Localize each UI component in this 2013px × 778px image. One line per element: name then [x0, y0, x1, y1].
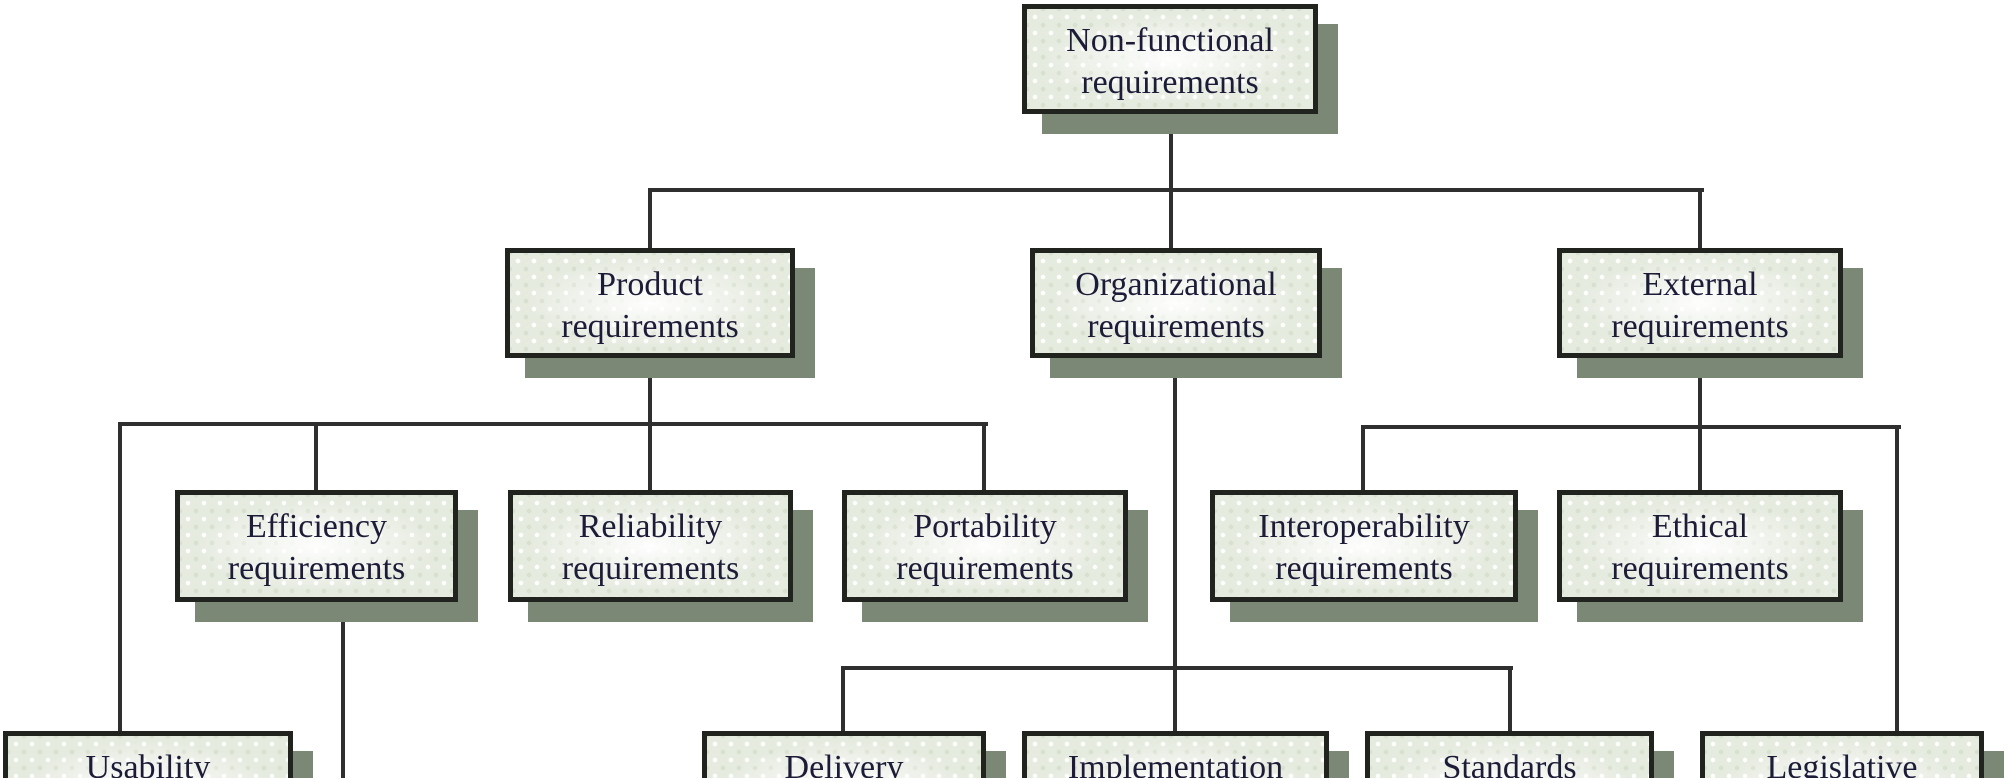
- connector-line: [982, 422, 986, 492]
- connector-line: [648, 188, 1704, 192]
- node-interoperability-requirements: Interoperability requirements: [1210, 490, 1518, 602]
- connector-line: [1698, 356, 1702, 427]
- connector-line: [841, 666, 1513, 670]
- connector-line: [1361, 425, 1901, 429]
- node-label-line1: Usability: [85, 749, 211, 778]
- node-product-requirements: Product requirements: [505, 248, 795, 358]
- node-label-line1: Reliability: [578, 508, 723, 545]
- connector-line: [118, 422, 988, 426]
- connector-line: [841, 666, 845, 733]
- connector-line: [314, 422, 318, 492]
- node-standards-requirements: Standards: [1365, 731, 1654, 778]
- node-label-line1: Efficiency: [246, 508, 387, 545]
- connector-line: [1169, 110, 1173, 190]
- node-portability-requirements: Portability requirements: [842, 490, 1128, 602]
- node-label-line1: Interoperability: [1258, 508, 1470, 545]
- connector-line: [648, 356, 652, 424]
- node-label-line1: Organizational: [1075, 266, 1277, 303]
- node-label-line2: requirements: [896, 550, 1074, 587]
- connector-line: [1698, 188, 1702, 250]
- connector-line: [648, 422, 652, 492]
- node-label-line2: requirements: [561, 308, 739, 345]
- node-label-line1: External: [1642, 266, 1758, 303]
- node-label-line1: Delivery: [784, 749, 904, 778]
- node-delivery-requirements: Delivery: [702, 731, 986, 778]
- node-label-line2: requirements: [1611, 308, 1789, 345]
- connector-line: [1508, 666, 1512, 733]
- node-non-functional-requirements: Non-functional requirements: [1022, 4, 1318, 114]
- node-ethical-requirements: Ethical requirements: [1557, 490, 1843, 602]
- connector-line: [341, 600, 345, 778]
- node-label-line2: requirements: [227, 550, 406, 587]
- node-efficiency-requirements: Efficiency requirements: [175, 490, 458, 602]
- connector-line: [1169, 188, 1173, 250]
- node-label-line1: Ethical: [1651, 508, 1749, 545]
- connector-line: [1698, 425, 1702, 492]
- node-label-line1: Standards: [1442, 749, 1577, 778]
- node-label-line2: requirements: [1611, 550, 1789, 587]
- connector-line: [118, 422, 122, 733]
- node-label-line1: Implementation: [1067, 749, 1284, 778]
- connector-line: [1173, 356, 1177, 733]
- node-label-line2: requirements: [1275, 550, 1453, 587]
- node-label-line2: requirements: [561, 550, 740, 587]
- connector-line: [1895, 425, 1899, 733]
- node-label-line1: Product: [597, 266, 703, 303]
- node-label-line2: requirements: [1087, 308, 1265, 345]
- node-legislative-requirements: Legislative: [1700, 731, 1984, 778]
- node-label-line2: requirements: [1081, 64, 1259, 101]
- node-label-line1: Legislative: [1766, 749, 1918, 778]
- node-label-line1: Non-functional: [1066, 22, 1274, 59]
- connector-line: [1361, 425, 1365, 492]
- node-usability-requirements: Usability: [3, 731, 293, 778]
- connector-line: [648, 188, 652, 250]
- node-external-requirements: External requirements: [1557, 248, 1843, 358]
- node-implementation-requirements: Implementation: [1022, 731, 1329, 778]
- node-reliability-requirements: Reliability requirements: [508, 490, 793, 602]
- node-organizational-requirements: Organizational requirements: [1030, 248, 1322, 358]
- node-label-line1: Portability: [913, 508, 1057, 545]
